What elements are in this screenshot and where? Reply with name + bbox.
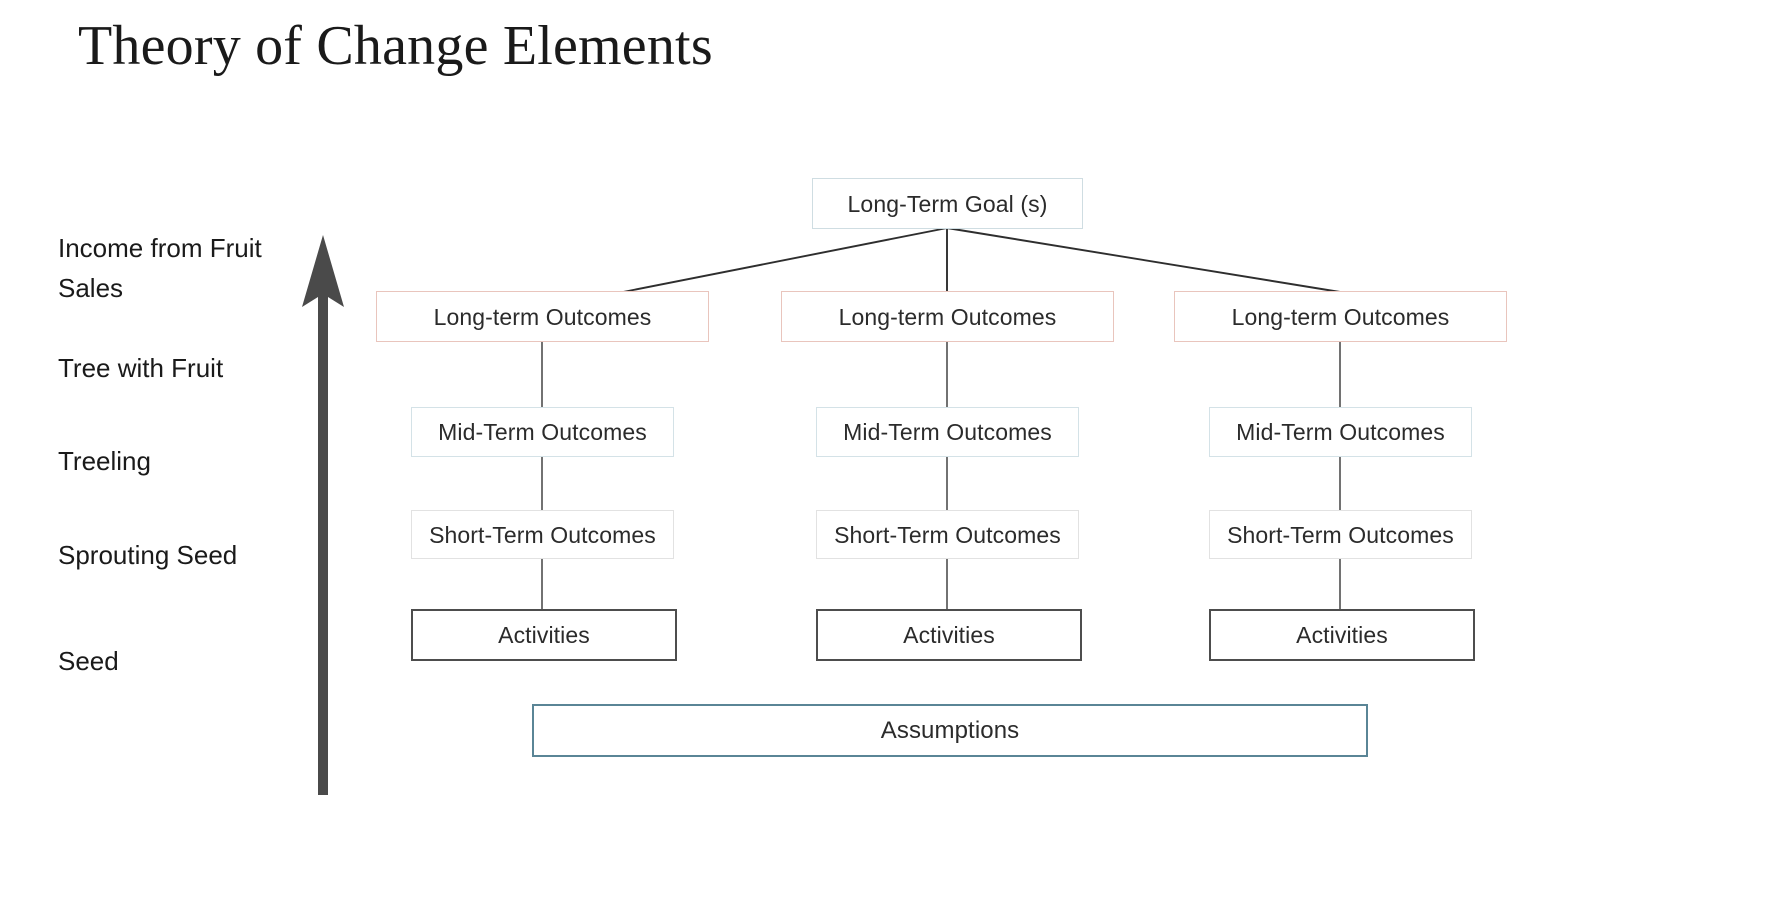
node-short-term-outcomes-1[interactable]: Short-Term Outcomes: [411, 510, 674, 559]
node-assumptions-label: Assumptions: [880, 716, 1020, 744]
node-activities-1-label: Activities: [498, 622, 590, 648]
stage-label-seed: Seed: [58, 646, 119, 676]
node-long-term-outcomes-3-label: Long-term Outcomes: [1231, 303, 1450, 330]
node-short-term-outcomes-2-label: Short-Term Outcomes: [834, 521, 1061, 548]
node-short-term-outcomes-3[interactable]: Short-Term Outcomes: [1209, 510, 1472, 559]
stage-label-treeling: Treeling: [58, 446, 151, 476]
stage-label-tree-with-fruit: Tree with Fruit: [58, 353, 224, 383]
goal-fan-connectors: [622, 227, 1341, 293]
node-long-term-outcomes-3[interactable]: Long-term Outcomes: [1174, 291, 1507, 342]
upward-growth-arrow: [302, 235, 344, 795]
node-activities-2[interactable]: Activities: [816, 609, 1082, 661]
node-short-term-outcomes-3-label: Short-Term Outcomes: [1227, 521, 1454, 548]
node-mid-term-outcomes-2-label: Mid-Term Outcomes: [843, 419, 1052, 445]
node-long-term-outcomes-1-label: Long-term Outcomes: [433, 303, 652, 330]
node-short-term-outcomes-1-label: Short-Term Outcomes: [429, 521, 656, 548]
node-activities-2-label: Activities: [903, 622, 995, 648]
node-long-term-goal[interactable]: Long-Term Goal (s): [812, 178, 1083, 229]
node-activities-3[interactable]: Activities: [1209, 609, 1475, 661]
node-long-term-outcomes-1[interactable]: Long-term Outcomes: [376, 291, 709, 342]
node-mid-term-outcomes-1-label: Mid-Term Outcomes: [438, 419, 647, 445]
node-activities-1[interactable]: Activities: [411, 609, 677, 661]
node-assumptions[interactable]: Assumptions: [532, 704, 1368, 757]
node-activities-3-label: Activities: [1296, 622, 1388, 648]
node-mid-term-outcomes-3-label: Mid-Term Outcomes: [1236, 419, 1445, 445]
node-mid-term-outcomes-1[interactable]: Mid-Term Outcomes: [411, 407, 674, 457]
node-long-term-goal-label: Long-Term Goal (s): [847, 190, 1048, 217]
stage-label-income-from-fruit-sales: Income from Fruit Sales: [58, 233, 262, 303]
stage-label-sprouting-seed: Sprouting Seed: [58, 540, 238, 570]
node-mid-term-outcomes-3[interactable]: Mid-Term Outcomes: [1209, 407, 1472, 457]
node-long-term-outcomes-2[interactable]: Long-term Outcomes: [781, 291, 1114, 342]
node-mid-term-outcomes-2[interactable]: Mid-Term Outcomes: [816, 407, 1079, 457]
node-long-term-outcomes-2-label: Long-term Outcomes: [838, 303, 1057, 330]
page-title: Theory of Change Elements: [78, 15, 713, 77]
node-short-term-outcomes-2[interactable]: Short-Term Outcomes: [816, 510, 1079, 559]
